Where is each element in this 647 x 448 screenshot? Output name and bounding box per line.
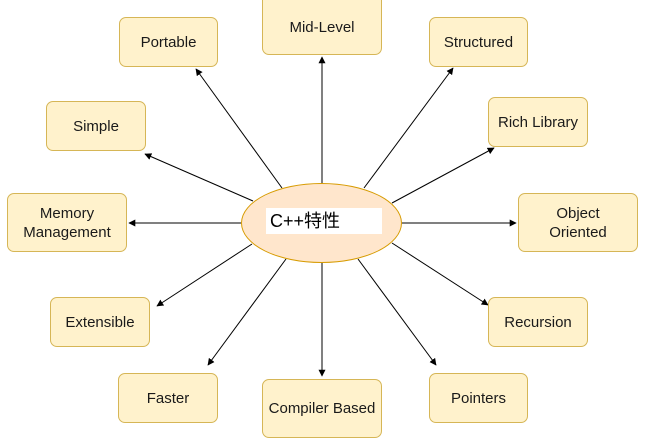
arrow-to-extensible bbox=[156, 243, 253, 307]
arrow-to-simple bbox=[144, 153, 254, 202]
feature-recursion-label: Recursion bbox=[504, 313, 572, 331]
feature-simple: Simple bbox=[46, 101, 146, 151]
feature-compiler-based: Compiler Based bbox=[262, 379, 382, 438]
feature-pointers: Pointers bbox=[429, 373, 528, 423]
feature-portable-label: Portable bbox=[140, 33, 197, 51]
feature-faster-label: Faster bbox=[146, 389, 190, 407]
feature-rich-library-label: Rich Library bbox=[497, 113, 579, 131]
arrow-to-structured bbox=[363, 67, 454, 189]
feature-pointers-label: Pointers bbox=[450, 389, 507, 407]
center-label: C++特性 bbox=[266, 208, 382, 234]
feature-simple-label: Simple bbox=[73, 117, 119, 135]
arrow-to-portable bbox=[195, 68, 283, 189]
arrow-to-rich-library bbox=[391, 147, 495, 204]
feature-extensible-label: Extensible bbox=[65, 313, 135, 331]
feature-extensible: Extensible bbox=[50, 297, 150, 347]
feature-mid-level-label: Mid-Level bbox=[289, 18, 355, 36]
feature-memory-management: Memory Management bbox=[7, 193, 127, 252]
feature-structured: Structured bbox=[429, 17, 528, 67]
feature-memory-line1: Memory bbox=[39, 204, 95, 222]
feature-faster: Faster bbox=[118, 373, 218, 423]
feature-object-oriented: Object Oriented bbox=[518, 193, 638, 252]
feature-compiler-based-label: Compiler Based bbox=[268, 400, 376, 417]
feature-mid-level: Mid-Level bbox=[262, 0, 382, 55]
feature-structured-label: Structured bbox=[443, 33, 514, 51]
feature-object-line2: Oriented bbox=[549, 223, 607, 241]
arrow-to-pointers bbox=[357, 258, 437, 366]
feature-object-line1: Object bbox=[556, 204, 600, 222]
arrow-to-faster bbox=[207, 258, 287, 366]
arrow-to-recursion bbox=[391, 242, 489, 306]
feature-portable: Portable bbox=[119, 17, 218, 67]
feature-memory-line2: Management bbox=[23, 223, 111, 241]
feature-rich-library: Rich Library bbox=[488, 97, 588, 147]
feature-recursion: Recursion bbox=[488, 297, 588, 347]
